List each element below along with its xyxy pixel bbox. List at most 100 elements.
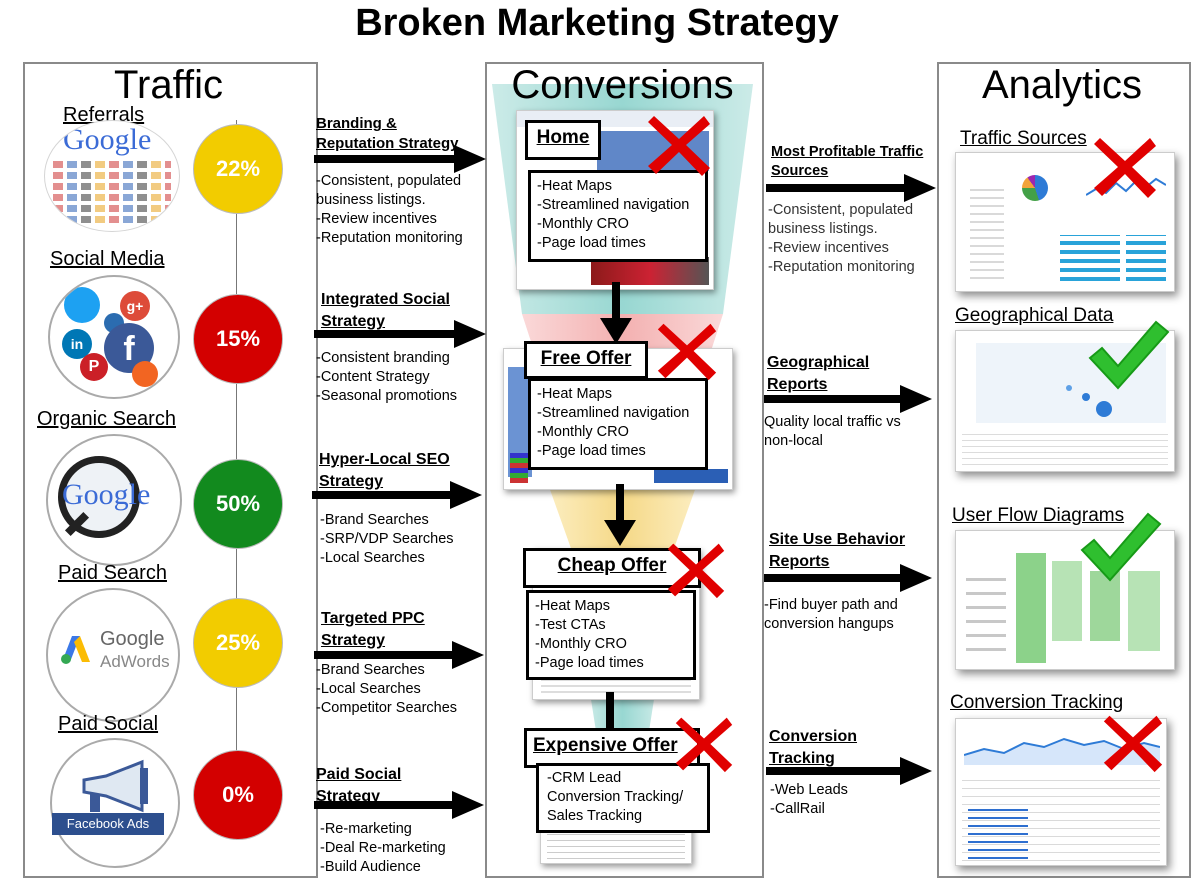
pass-check-icon-user-flow [1080,512,1162,582]
fail-x-icon-free-offer [657,323,717,381]
arrow-down-2 [604,484,636,546]
traffic-label-paid-search: Paid Search [58,562,167,584]
strategy-title-social: Integrated Social Strategy [321,291,450,330]
fail-x-icon-cheap-offer [667,543,725,599]
arrow-report-conversion-tracking [766,757,932,785]
conversion-list-expensive-offer: -CRM Lead Conversion Tracking/ Sales Tra… [536,763,710,833]
conversion-title-free-offer: Free Offer [524,341,648,379]
traffic-percent-organic-search: 50% [193,459,283,549]
organic-search-logo-circle: Google [46,434,182,566]
traffic-percent-paid-search: 25% [193,598,283,688]
report-list-geographical: Quality local traffic vs non-local [764,414,901,449]
sources-bars-2 [1126,235,1166,281]
facebook-ads-text: Facebook Ads [66,816,150,831]
screenshot-color-swatches [510,453,528,483]
megaphone-icon [82,759,148,813]
traffic-percent-social-media: 15% [193,294,283,384]
social-media-logo-circle: g+ f in P [48,275,180,399]
geo-dot [1096,401,1112,417]
pass-check-icon-geographical [1088,320,1170,390]
adwords-icon [61,636,90,664]
strategy-title-seo: Hyper-Local SEO Strategy [319,451,450,490]
traffic-label-organic-search: Organic Search [37,408,176,430]
flow-column-3 [1090,571,1120,641]
conversions-heading: Conversions [511,63,734,107]
geographical-screenshot [955,330,1175,472]
directory-logos-icon [53,161,171,223]
screenshot-footer-bar [654,469,728,483]
fail-x-icon-traffic-sources [1094,138,1156,198]
fail-x-icon-conversion-tracking [1103,715,1163,773]
geo-table [962,429,1168,465]
arrow-report-traffic-sources [766,174,936,202]
tracking-links [968,803,1028,859]
strategy-list-paid-social: -Re-marketing -Deal Re-marketing -Build … [320,821,446,875]
traffic-percent-referrals: 22% [193,124,283,214]
report-list-site-use: -Find buyer path and conversion hangups [764,597,898,632]
arrow-ppc [314,641,484,669]
analytics-title-traffic-sources: Traffic Sources [960,128,1087,149]
analytics-title-user-flow: User Flow Diagrams [952,505,1125,526]
analytics-title-geographical-data: Geographical Data [955,305,1114,326]
arrow-social [314,320,486,348]
report-title-traffic-sources: Most Profitable Traffic Sources [771,144,924,179]
page-title: Broken Marketing Strategy [355,2,839,44]
report-title-site-use: Site Use Behavior Reports [769,531,906,570]
google-logo-text: Google [63,123,152,156]
arrow-seo [312,481,482,509]
flow-column-1 [1016,553,1046,663]
strategy-list-ppc: -Brand Searches -Local Searches -Competi… [316,662,458,716]
sources-left-menu [970,183,1004,279]
flow-left-nodes [966,571,1006,651]
sources-bars [1060,235,1120,281]
conversion-title-cheap-offer: Cheap Offer [523,548,701,588]
conversion-title-expensive-offer: Expensive Offer [524,728,700,768]
strategy-list-seo: -Brand Searches -SRP/VDP Searches -Local… [320,512,454,566]
report-list-traffic-sources: -Consistent, populated business listings… [768,202,915,275]
fail-x-icon-expensive-offer [675,717,733,773]
conversion-list-free-offer: -Heat Maps -Streamlined navigation -Mont… [528,378,708,470]
traffic-heading: Traffic [114,63,223,107]
strategy-list-branding: -Consistent, populated business listings… [316,173,463,246]
arrow-report-geographical [764,385,932,413]
analytics-heading: Analytics [981,63,1143,107]
adwords-sub-text: AdWords [100,652,170,671]
user-flow-screenshot [955,530,1175,670]
arrow-branding [314,145,486,173]
flow-column-4 [1128,571,1160,651]
conversion-title-home: Home [525,120,601,160]
analytics-title-conversion-tracking: Conversion Tracking [950,692,1124,713]
flow-column-2 [1052,561,1082,641]
geo-dot-2 [1082,393,1090,401]
arrow-report-site-use [764,564,932,592]
fail-x-icon-home [648,116,710,176]
traffic-sources-screenshot [955,152,1175,292]
facebook-ads-banner: Facebook Ads [52,813,164,835]
conversion-list-cheap-offer: -Heat Maps -Test CTAs -Monthly CRO -Page… [526,590,696,680]
google-logo-text-organic: Google [62,478,151,511]
report-list-conversion-tracking: -Web Leads -CallRail [770,782,848,817]
strategy-title-paid-social: Paid Social Strategy [316,766,402,805]
geo-dot-3 [1066,385,1072,391]
sources-pie-chart [1022,175,1048,201]
screenshot-form-rows [541,677,691,693]
googleplus-icon: g+ [120,291,150,321]
adwords-logo-circle: Google AdWords [46,588,180,722]
twitter-icon [64,287,100,323]
strategy-title-ppc: Targeted PPC Strategy [321,610,425,649]
connector-bar-3 [606,692,614,728]
arrow-paid-social [314,791,484,819]
rss-icon [132,361,158,387]
traffic-label-paid-social: Paid Social [58,713,159,735]
arrow-down-1 [600,282,632,344]
traffic-label-social-media: Social Media [50,248,165,270]
report-title-conversion-tracking: Conversion Tracking [769,728,858,767]
referrals-logo-collage: Google [44,120,180,232]
report-title-geographical: Geographical Reports [767,354,870,393]
strategy-title-branding: Branding & Reputation Strategy [316,115,459,152]
traffic-percent-paid-social: 0% [193,750,283,840]
conversion-list-home: -Heat Maps -Streamlined navigation -Mont… [528,170,708,262]
strategy-list-social: -Consistent branding -Content Strategy -… [316,350,458,404]
pinterest-icon: P [80,353,108,381]
facebook-ads-logo-circle [50,738,180,868]
